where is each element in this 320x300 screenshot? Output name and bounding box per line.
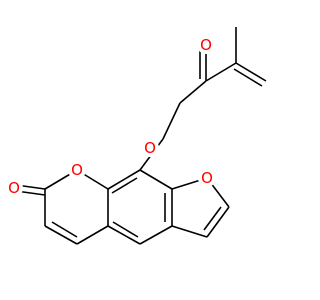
carbonyl-oxygen-label: O xyxy=(8,179,20,197)
ether-oxygen-label: O xyxy=(144,139,156,157)
bond-vinyl-single xyxy=(205,62,237,82)
lactone-ring-oxygen-label: O xyxy=(71,161,83,179)
bond-ch2-oether xyxy=(162,102,181,140)
bond-c3-c4 xyxy=(44,225,78,245)
bond-c3-c4-inner xyxy=(51,221,78,238)
bond-c4-c4a-inner xyxy=(112,221,139,238)
furan-oxygen-bg xyxy=(198,169,216,187)
molecule-canvas: O O O O O xyxy=(5,27,267,245)
molecule-structure: O O O O O xyxy=(5,27,267,245)
bond-c3b-c4 xyxy=(139,225,173,245)
ketone-oxygen-label: O xyxy=(200,36,212,54)
bond-c4-c4a-ring xyxy=(76,225,109,245)
ether-oxygen-bg xyxy=(141,139,159,157)
bond-c3f-c3b xyxy=(171,225,208,238)
bond-c9-c8a xyxy=(107,169,141,190)
bond-c2f-c3f-inner xyxy=(203,206,222,231)
bond-vinyl-double-b xyxy=(233,68,263,87)
bond-c9-c9a xyxy=(139,169,173,190)
carbonyl-oxygen-bg xyxy=(5,179,23,197)
furan-oxygen-label: O xyxy=(201,169,213,187)
bond-c2f-c3f xyxy=(206,206,230,238)
bond-ketone-ch2 xyxy=(179,80,207,104)
bond-c9-c8a-inner xyxy=(111,177,138,194)
bond-vinyl-double-a xyxy=(235,62,267,82)
lactone-ring-oxygen-bg xyxy=(68,161,86,179)
bond-c4-c4a xyxy=(107,225,141,245)
ketone-oxygen-bg xyxy=(197,36,215,54)
